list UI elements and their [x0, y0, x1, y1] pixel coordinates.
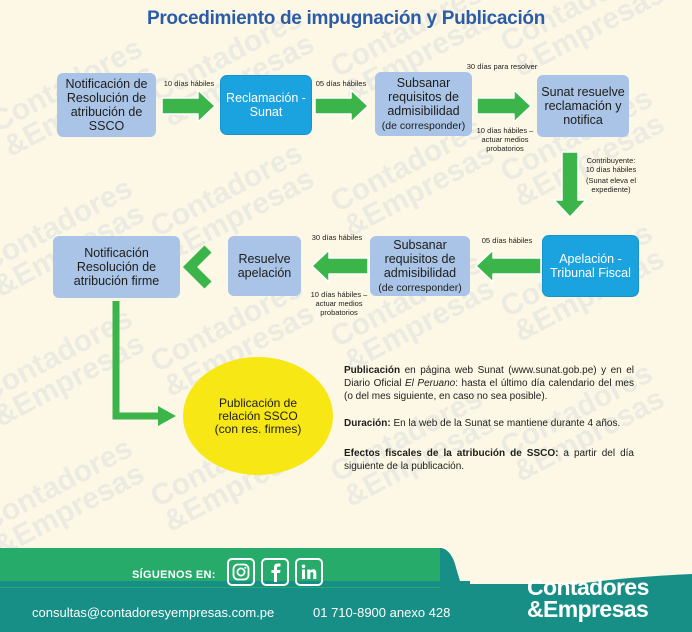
- step-reclamacion: Reclamación - Sunat: [221, 76, 311, 134]
- step-notificacion-resolucion: Notificación de Resolución de atribución…: [57, 73, 156, 137]
- footer-background: [0, 548, 692, 632]
- chevron-left-arrow: [182, 245, 212, 289]
- info-publicacion: Publicación en página web Sunat (www.sun…: [344, 364, 634, 403]
- info-text: en página web Sunat (www.sunat.gob.pe) y…: [344, 365, 634, 389]
- info-text: El Peruano: [404, 378, 456, 389]
- elbow-connector: [112, 301, 160, 420]
- step-label: Resuelve apelación: [237, 252, 292, 280]
- info-duracion: Duración: En la web de la Sunat se manti…: [344, 417, 634, 430]
- info-label: Duración:: [344, 418, 391, 429]
- arrow-right: [158, 406, 176, 426]
- label-contribuyente: Contribuyente: 10 días hábiles: [585, 156, 637, 174]
- step-subsanar-2: Subsanar requisitos de admisibilidad (de…: [370, 236, 470, 296]
- label-medios-probatorios: 10 días hábiles – actuar medios probator…: [476, 126, 534, 153]
- label-medios-probatorios: 10 días hábiles – actuar medios probator…: [310, 290, 368, 317]
- step-label: Sunat resuelve reclamación y notifica: [541, 85, 625, 127]
- linkedin-icon: [301, 564, 317, 579]
- linkedin-icon[interactable]: [295, 558, 323, 586]
- step-notificacion-firme: Notificación Resolución de atribución fi…: [53, 236, 180, 298]
- step-label: Notificación de Resolución de atribución…: [65, 77, 148, 133]
- arrow-left: [311, 249, 369, 283]
- label-cinco-dias: 05 días hábiles: [315, 79, 367, 88]
- step-label: Notificación Resolución de atribución fi…: [73, 246, 160, 288]
- instagram-icon[interactable]: [227, 558, 255, 586]
- flow-arrows: [112, 89, 587, 426]
- info-efectos: Efectos fiscales de la atribución de SSC…: [344, 447, 634, 473]
- follow-label: SÍGUENOS EN:: [132, 569, 216, 581]
- step-label: Subsanar requisitos de admisibilidad: [383, 237, 457, 280]
- info-text: a partir del día siguiente de la publica…: [344, 448, 634, 472]
- publicacion-ellipse: Publicación de relación SSCO (con res. f…: [183, 357, 333, 475]
- step-label: Subsanar requisitos de admisibilidad: [387, 75, 460, 118]
- step-sunat-resuelve: Sunat resuelve reclamación y notifica: [537, 75, 629, 137]
- step-subsanar-1: Subsanar requisitos de admisibilidad (de…: [375, 72, 472, 136]
- brand-line: &Empresas: [527, 596, 649, 622]
- label-sunat-eleva: (Sunat eleva el expediente): [585, 176, 637, 194]
- publicacion-label: Publicación de relación SSCO (con res. f…: [214, 395, 302, 436]
- label-treinta-dias: 30 días hábiles: [311, 233, 363, 242]
- facebook-icon[interactable]: [261, 558, 289, 586]
- step-sublabel: (de corresponder): [381, 119, 466, 132]
- brand-line: Contadores: [527, 574, 649, 600]
- email-link[interactable]: consultas@contadoresyempresas.com.pe: [32, 605, 275, 620]
- facebook-icon: [271, 563, 281, 582]
- step-sublabel: (de corresponder): [378, 281, 462, 294]
- phone-number: 01 710-8900 anexo 428: [313, 605, 451, 620]
- step-label: Apelación - Tribunal Fiscal: [550, 252, 631, 280]
- info-label: Publicación: [344, 365, 401, 376]
- arrow-right: [161, 89, 216, 123]
- label-cinco-dias: 05 días hábiles: [481, 236, 533, 245]
- step-label: Reclamación - Sunat: [226, 91, 306, 119]
- page-title: Procedimiento de impugnación y Publicaci…: [146, 8, 546, 29]
- arrow-left: [475, 249, 542, 283]
- arrow-down: [553, 151, 587, 218]
- arrow-right: [476, 89, 532, 123]
- brand-logo: Contadores &Empresas: [527, 574, 649, 622]
- label-diez-dias: 10 días hábiles: [163, 79, 215, 88]
- info-text: : hasta el último día calendario del mes…: [344, 378, 634, 402]
- step-apelacion: Apelación - Tribunal Fiscal: [543, 236, 638, 296]
- arrow-right: [314, 89, 369, 123]
- instagram-icon: [232, 563, 250, 581]
- info-label: Efectos fiscales de la atribución de SSC…: [344, 448, 559, 459]
- label-treinta-dias: 30 días para resolver: [466, 62, 538, 71]
- info-text: En la web de la Sunat se mantiene durant…: [390, 418, 621, 429]
- step-resuelve-apelacion: Resuelve apelación: [228, 236, 301, 296]
